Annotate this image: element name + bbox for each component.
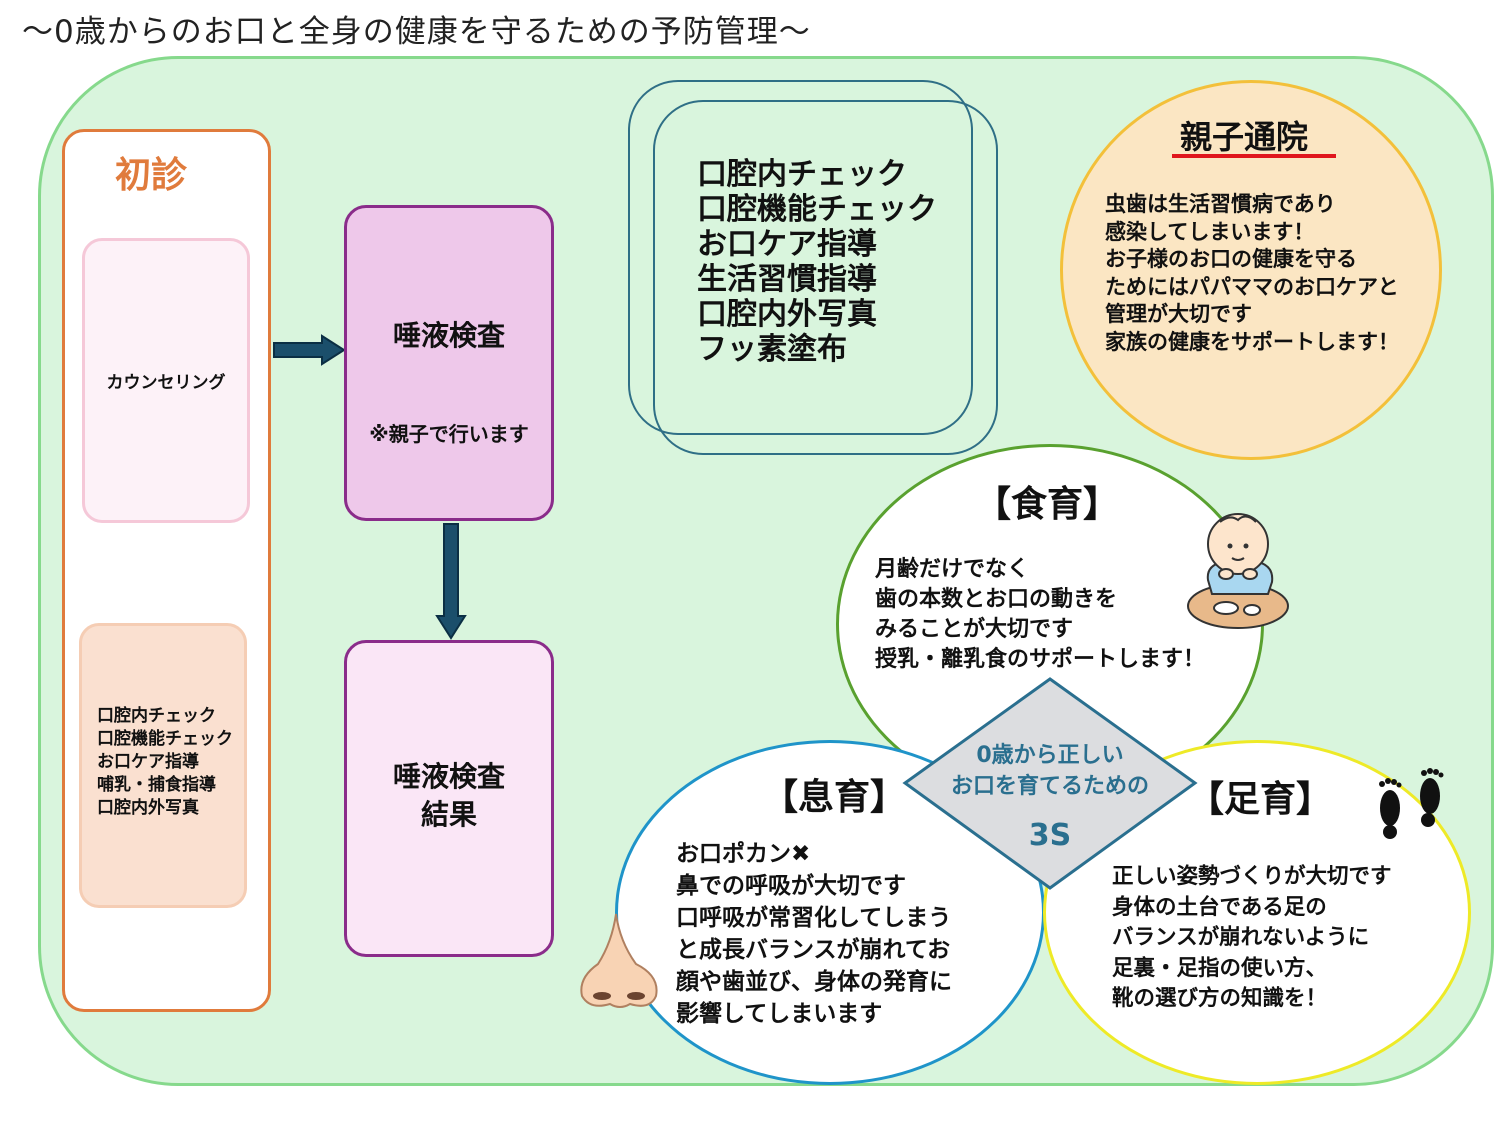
- saliva-result-line: 結果: [420, 798, 477, 831]
- saliva-test-box: [344, 205, 554, 521]
- baby-eating-icon: [1187, 513, 1289, 629]
- oyako-text: 虫歯は生活習慣病であり 感染してしまいます！ お子様のお口の健康を守る ためには…: [1105, 191, 1399, 356]
- center-label: 3S: [1028, 818, 1072, 853]
- saliva-test-title: 唾液検査: [392, 319, 505, 352]
- center-diamond: [902, 677, 1198, 890]
- breath-line: 影響してしまいます: [676, 1001, 883, 1027]
- center-caption: 0歳から正しい お口を育てるための: [900, 740, 1200, 802]
- breath-line: お口ポカン✖: [676, 841, 811, 867]
- check-item: お口ケア指導: [697, 227, 877, 262]
- foot-line: 足裏・足指の使い方、: [1112, 955, 1328, 981]
- foot-line: 身体の土台である足の: [1112, 894, 1327, 920]
- shokuiku-line: みることが大切です: [875, 617, 1074, 642]
- saliva-result-line: 唾液検査: [392, 760, 505, 793]
- check-item: 口腔機能チェック: [697, 192, 937, 227]
- page-title: 〜0歳からのお口と全身の健康を守るための予防管理〜: [22, 14, 811, 50]
- check-item: 口腔内外写真: [697, 297, 877, 332]
- shokuiku-line: 歯の本数とお口の動きを: [875, 587, 1118, 612]
- oyako-line: 管理が大切です: [1105, 302, 1252, 326]
- exam-item: 口腔内チェック: [97, 706, 216, 726]
- foot-line: 正しい姿勢づくりが大切です: [1112, 864, 1392, 889]
- arrow-down-icon: [435, 523, 467, 640]
- counseling-box: カウンセリング: [82, 238, 250, 523]
- oyako-title: 親子通院: [1180, 118, 1309, 156]
- sokuiku-foot-text: 正しい姿勢づくりが大切です 身体の土台である足の バランスが崩れないように 足裏…: [1112, 862, 1392, 1015]
- breath-line: 顔や歯並び、身体の発育に: [676, 969, 952, 995]
- oyako-circle: [1060, 80, 1442, 460]
- oyako-underline: [1172, 154, 1336, 158]
- checks-frame-front: [653, 100, 998, 455]
- footprints-icon: [1379, 768, 1444, 839]
- nose-icon: [580, 913, 658, 1008]
- initial-exam-box: [79, 623, 247, 908]
- exam-item: 口腔機能チェック: [97, 729, 233, 749]
- saliva-result-title: 唾液検査 結果: [344, 758, 554, 834]
- center-line: 0歳から正しい: [976, 743, 1124, 768]
- checks-list: 口腔内チェック 口腔機能チェック お口ケア指導 生活習慣指導 口腔内外写真 フッ…: [697, 157, 937, 367]
- checks-frame-back: [628, 80, 973, 435]
- exam-item: 口腔内外写真: [97, 798, 199, 818]
- check-item: フッ素塗布: [697, 332, 847, 367]
- counseling-label: カウンセリング: [106, 373, 226, 393]
- foot-line: バランスが崩れないように: [1112, 925, 1370, 950]
- check-item: 口腔内チェック: [697, 157, 907, 192]
- oyako-line: 虫歯は生活習慣病であり: [1105, 192, 1336, 216]
- oyako-line: 感染してしまいます！: [1105, 219, 1315, 244]
- saliva-result-box: [344, 640, 554, 957]
- shoshin-label: 初診: [115, 155, 188, 196]
- oyako-line: 家族の健康をサポートします！: [1105, 329, 1399, 354]
- oyako-line: ためにはパパママのお口ケアと: [1105, 274, 1399, 299]
- initial-exam-list: 口腔内チェック 口腔機能チェック お口ケア指導 哺乳・捕食指導 口腔内外写真: [97, 705, 233, 820]
- check-item: 生活習慣指導: [697, 262, 877, 297]
- exam-item: お口ケア指導: [97, 752, 199, 772]
- shokuiku-title: 【食育】: [975, 484, 1120, 525]
- shokuiku-line: 月齢だけでなく: [875, 557, 1030, 582]
- breath-line: 鼻での呼吸が大切です: [676, 873, 906, 899]
- sokuiku-breath-text: お口ポカン✖ 鼻での呼吸が大切です 口呼吸が常習化してしまう と成長バランスが崩…: [676, 838, 952, 1030]
- oyako-line: お子様のお口の健康を守る: [1105, 247, 1357, 271]
- breath-line: 口呼吸が常習化してしまう: [676, 905, 952, 931]
- sokuiku-foot-title: 【足育】: [1188, 779, 1333, 820]
- foot-line: 靴の選び方の知識を！: [1112, 986, 1328, 1011]
- breath-line: と成長バランスが崩れてお: [676, 937, 951, 963]
- center-line: お口を育てるための: [950, 774, 1149, 799]
- saliva-test-note: ※親子で行います: [369, 422, 529, 446]
- arrow-right-icon: [273, 334, 346, 366]
- shokuiku-line: 授乳・離乳食のサポートします！: [875, 647, 1206, 672]
- sokuiku-breath-title: 【息育】: [762, 777, 907, 818]
- shokuiku-text: 月齢だけでなく 歯の本数とお口の動きを みることが大切です 授乳・離乳食のサポー…: [875, 555, 1205, 675]
- exam-item: 哺乳・捕食指導: [97, 775, 216, 795]
